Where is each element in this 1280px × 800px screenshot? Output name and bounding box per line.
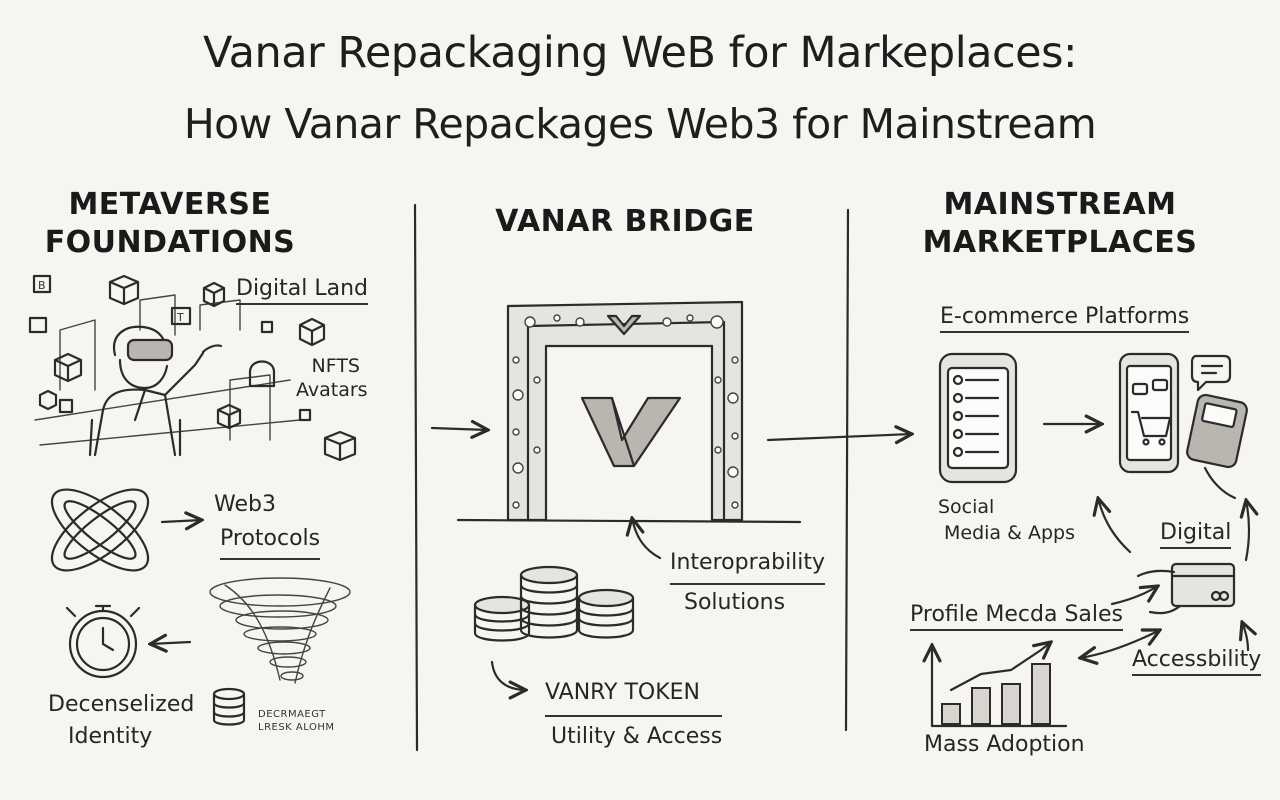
coin-stack-icon <box>473 565 635 642</box>
web3-label-line1: Web3 <box>214 492 276 517</box>
database-label: DECRMAEGT LRESK ALOHM <box>258 708 335 734</box>
vanar-logo-icon <box>580 396 682 468</box>
arrow-tornado-to-stopwatch <box>150 642 192 644</box>
arrow-digital-to-social <box>1098 498 1132 554</box>
arrow-coins-to-token <box>490 660 526 690</box>
left-heading: METAVERSE FOUNDATIONS <box>40 186 300 262</box>
token-label-line1: VANRY TOKEN <box>545 673 723 717</box>
interop-label: Interoprability Solutions <box>670 545 826 621</box>
chain-link-icon <box>50 488 150 572</box>
token-label-line2: Utility & Access <box>551 724 723 749</box>
speech-bubble-icon <box>1190 354 1232 392</box>
database-icon <box>212 687 246 726</box>
web3-label-line2: Protocols <box>220 522 321 560</box>
cube-icon <box>108 274 140 306</box>
chart-bar-2 <box>971 687 991 725</box>
bar-chart-icon <box>932 642 1068 728</box>
database-label-line2: LRESK ALOHM <box>258 722 335 733</box>
token-label: VANRY TOKEN Utility & Access <box>545 673 723 757</box>
chart-bar-1 <box>941 703 961 725</box>
chart-trend-line <box>949 642 1051 692</box>
left-heading-line2: FOUNDATIONS <box>44 225 296 260</box>
svg-text:T: T <box>176 311 184 324</box>
mass-adoption-label: Mass Adoption <box>924 732 1085 757</box>
arrow-profile-to-card <box>1110 586 1158 606</box>
interop-label-line2: Solutions <box>684 590 786 615</box>
identity-label-line2: Identity <box>68 724 153 749</box>
divider-left <box>413 203 419 752</box>
accessibility-label: Accessbility <box>1132 647 1262 676</box>
smartphone-icon <box>938 352 1018 484</box>
page-title: Vanar Repackaging WeB for Markeplaces: <box>203 28 1077 78</box>
right-heading: MAINSTREAM MARKETPLACES <box>920 186 1200 262</box>
shopping-cart-icon <box>1130 378 1172 446</box>
page-subtitle: How Vanar Repackages Web3 for Mainstream <box>183 100 1097 148</box>
smartphone-icon <box>1118 352 1180 474</box>
chart-bar-4 <box>1031 663 1051 725</box>
social-label-line1: Social <box>938 496 995 518</box>
digital-land-label: Digital Land <box>236 276 368 305</box>
chart-bar-3 <box>1001 683 1021 725</box>
cube-icon <box>202 281 226 308</box>
metaverse-scene: B T <box>28 274 357 462</box>
identity-label-line1: Decenselized <box>48 692 195 717</box>
social-label: Social Media & Apps <box>938 494 1075 546</box>
database-label-line1: DECRMAEGT <box>258 709 326 720</box>
arrow-accessibility-to-chart <box>1080 630 1160 658</box>
divider-right <box>844 208 850 732</box>
nfts-label: NFTS Avatars <box>296 354 368 402</box>
digital-label: Digital <box>1160 520 1232 549</box>
nfts-label-line1: NFTS <box>311 355 360 377</box>
cube-icon <box>323 430 357 462</box>
bridge-gate-icon <box>456 300 802 524</box>
bridge-rivets <box>512 314 739 509</box>
social-label-line2: Media & Apps <box>944 522 1075 544</box>
vanar-logo-small-icon <box>606 314 642 336</box>
right-heading-line2: MARKETPLACES <box>922 225 1198 260</box>
cube-icon <box>216 403 242 430</box>
arrow-bridge-to-mainstream <box>766 434 912 440</box>
arrow-chain-to-web3 <box>160 520 202 522</box>
right-heading-line1: MAINSTREAM <box>943 187 1177 222</box>
profile-sales-label: Profile Mecda Sales <box>910 602 1124 631</box>
interop-label-line1: Interoprability <box>670 545 826 585</box>
cube-icon <box>53 352 83 383</box>
identity-label: Decenselized Identity <box>48 689 194 753</box>
arrow-left-to-bridge <box>430 428 488 430</box>
arrow-accessibility-to-card <box>1242 622 1248 652</box>
web3-protocols-label: Web3 Protocols <box>214 488 321 560</box>
card-terminal-icon <box>1186 393 1248 500</box>
stopwatch-icon <box>65 604 141 679</box>
credit-card-icon <box>1136 562 1236 615</box>
ecommerce-label: E-commerce Platforms <box>940 304 1190 333</box>
tornado-icon <box>209 577 351 684</box>
center-heading: VANAR BRIDGE <box>495 204 755 239</box>
vr-user-icon <box>88 325 223 457</box>
cube-icon <box>298 317 326 347</box>
nfts-label-line2: Avatars <box>296 379 368 401</box>
arrow-card-to-terminal <box>1246 500 1249 562</box>
svg-text:B: B <box>38 279 46 292</box>
left-heading-line1: METAVERSE <box>68 187 272 222</box>
arrow-interop-to-bridge <box>632 518 662 560</box>
cube-icon <box>38 389 58 411</box>
